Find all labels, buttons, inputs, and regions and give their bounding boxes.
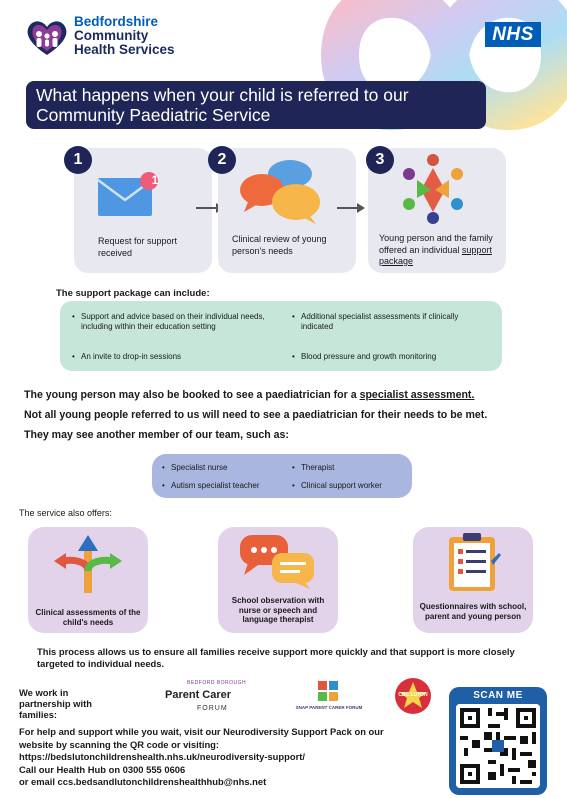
step-2-number: 2: [208, 146, 236, 174]
offer-text: School observation with nurse or speech …: [231, 596, 325, 624]
offer-card-questionnaires: Questionnaires with school, parent and y…: [413, 527, 533, 633]
notification-badge: 1: [151, 173, 159, 187]
step-3-text: Young person and the family offered an i…: [379, 233, 493, 266]
email-link[interactable]: or email ccs.bedsandlutonchildrenshealth…: [19, 776, 267, 787]
support-item: Additional specialist assessments if cli…: [292, 312, 492, 332]
offer-text: Clinical assessments of the child's need…: [35, 608, 141, 627]
step-2-text: Clinical review of young person's needs: [232, 234, 327, 256]
offer-card-school-observation: School observation with nurse or speech …: [218, 527, 338, 633]
arrow-right-icon: [337, 203, 365, 213]
offer-text: Questionnaires with school, parent and y…: [419, 602, 527, 621]
scan-me-label: SCAN ME: [473, 690, 523, 701]
org-name: Bedfordshire Community Health Services: [74, 14, 175, 57]
support-package-heading: The support package can include:: [56, 288, 210, 299]
snap-logo-icon: [318, 681, 338, 701]
cbc-luton-logo: CBC LUTON: [393, 676, 433, 716]
team-box: Specialist nurse Therapist Autism specia…: [152, 454, 412, 498]
nhs-logo: NHS: [485, 22, 541, 47]
qr-code-icon: [456, 704, 540, 788]
qr-code-panel[interactable]: SCAN ME: [449, 687, 547, 795]
support-item: Blood pressure and growth monitoring: [292, 352, 492, 362]
paragraph-specialist: The young person may also be booked to s…: [24, 389, 475, 401]
step-1-number: 1: [64, 146, 92, 174]
snap-parent-carer-forum-logo: SNAP PARENT CARER FORUM: [294, 679, 364, 719]
offer-card-assessments: Clinical assessments of the child's need…: [28, 527, 148, 633]
bchs-logo-icon: [27, 21, 67, 55]
team-item: Autism specialist teacher: [162, 481, 259, 491]
partnership-text: We work in partnership with families:: [19, 687, 92, 720]
also-offers-heading: The service also offers:: [19, 508, 112, 518]
help-text: For help and support while you wait, vis…: [19, 726, 439, 789]
website-link[interactable]: https://bedslutonchildrenshealth.nhs.uk/…: [19, 751, 305, 762]
bedford-parent-carer-forum-logo: BEDFORD BOROUGH Parent Carer FORUM: [165, 680, 247, 712]
team-item: Therapist: [292, 463, 334, 473]
support-item: Support and advice based on their indivi…: [72, 312, 282, 332]
star-badge-icon: [395, 678, 431, 714]
clipboard-checklist-icon: [449, 533, 501, 591]
support-package-box: Support and advice based on their indivi…: [60, 301, 502, 371]
process-text: This process allows us to ensure all fam…: [37, 646, 515, 669]
step-1-text: Request for support received: [98, 236, 178, 258]
step-3-number: 3: [366, 146, 394, 174]
paragraph-not-all: Not all young people referred to us will…: [24, 409, 488, 421]
page-title: What happens when your child is referred…: [26, 81, 486, 129]
team-item: Clinical support worker: [292, 481, 382, 491]
people-circle-icon: [403, 154, 463, 224]
paragraph-team: They may see another member of our team,…: [24, 429, 289, 441]
envelope-icon: [97, 172, 158, 216]
branching-arrows-icon: [54, 535, 122, 593]
chat-bubbles-icon: [240, 535, 314, 589]
team-item: Specialist nurse: [162, 463, 227, 473]
support-item: An invite to drop-in sessions: [72, 352, 282, 362]
step-3-card: [368, 148, 506, 273]
speech-bubbles-icon: [240, 160, 320, 224]
